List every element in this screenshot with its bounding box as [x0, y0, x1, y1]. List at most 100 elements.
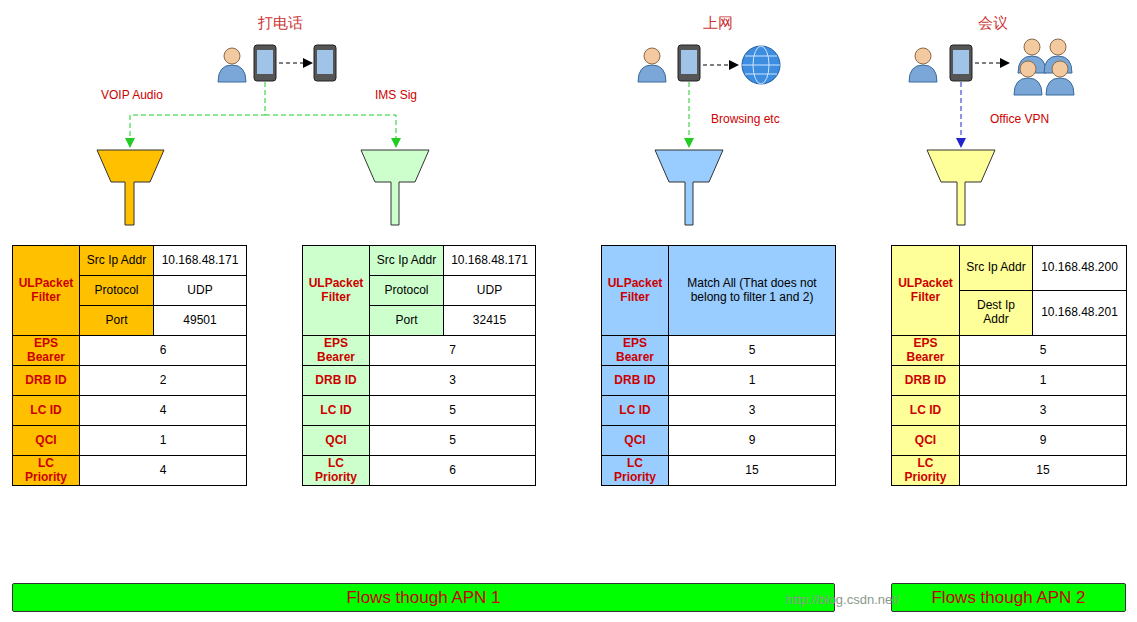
cell-text: 1 [749, 374, 756, 388]
table-cell: Protocol [369, 275, 444, 306]
table-header: EPS Bearer [12, 335, 80, 366]
table-value: 6 [79, 335, 247, 366]
table-value: 10.168.48.200 [1032, 245, 1127, 291]
apn-bar: Flows though APN 2 [891, 583, 1126, 612]
table-header: LC ID [12, 395, 80, 426]
table-value: 49501 [153, 305, 247, 336]
cell-text: 5 [449, 404, 456, 418]
cell-text: 3 [1040, 404, 1047, 418]
cell-text: 15 [745, 464, 758, 478]
table-header: EPS Bearer [601, 335, 669, 366]
table-value: 10.168.48.201 [1032, 290, 1127, 336]
table-header: ULPacket Filter [302, 245, 370, 336]
cell-text: 3 [449, 374, 456, 388]
scene-label: 会议 [976, 14, 1010, 33]
cell-text: 10.168.48.200 [1041, 261, 1118, 275]
table-header: DRB ID [601, 365, 669, 396]
cell-text: EPS Bearer [895, 337, 956, 365]
table-cell: Src Ip Addr [959, 245, 1033, 291]
table-value: 2 [79, 365, 247, 396]
table-value: 15 [668, 455, 836, 486]
table-header: DRB ID [12, 365, 80, 396]
cell-text: Port [105, 314, 127, 328]
cell-text: LC ID [910, 404, 941, 418]
table-header: ULPacket Filter [601, 245, 669, 336]
cell-text: DRB ID [315, 374, 356, 388]
cell-text: Src Ip Addr [87, 254, 146, 268]
cell-text: DRB ID [614, 374, 655, 388]
cell-text: LC ID [619, 404, 650, 418]
bar-text: Flows though APN 2 [931, 588, 1085, 608]
bar-text: Flows though APN 1 [346, 588, 500, 608]
cell-text: 6 [160, 344, 167, 358]
scene-label: Browsing etc [709, 112, 782, 126]
cell-text: 1 [1040, 374, 1047, 388]
table-header: QCI [891, 425, 960, 456]
cell-text: 5 [749, 344, 756, 358]
cell-text: LC Priority [16, 457, 76, 485]
cell-text: 9 [749, 434, 756, 448]
table-header: LC Priority [891, 455, 960, 486]
table-value: 5 [369, 425, 536, 456]
table-value: UDP [443, 275, 536, 306]
cell-text: EPS Bearer [16, 337, 76, 365]
cell-text: 49501 [183, 314, 216, 328]
cell-text: Port [395, 314, 417, 328]
apn-bar: Flows though APN 1 [12, 583, 835, 612]
watermark: http://blog.csdn.net/ [786, 592, 899, 607]
cell-text: Protocol [94, 284, 138, 298]
cell-text: 2 [160, 374, 167, 388]
table-value: 5 [369, 395, 536, 426]
cell-text: LC Priority [306, 457, 366, 485]
cell-text: LC Priority [605, 457, 665, 485]
table-value: 7 [369, 335, 536, 366]
table-value: 6 [369, 455, 536, 486]
table-cell: Port [79, 305, 154, 336]
cell-text: 6 [449, 464, 456, 478]
cell-text: 10.168.48.201 [1041, 306, 1118, 320]
cell-text: Src Ip Addr [966, 261, 1025, 275]
table-header: QCI [302, 425, 370, 456]
table-value: 15 [959, 455, 1127, 486]
table-cell: Dest Ip Addr [959, 290, 1033, 336]
cell-text: QCI [915, 434, 936, 448]
cell-text: QCI [35, 434, 56, 448]
table-value: 5 [668, 335, 836, 366]
cell-text: EPS Bearer [605, 337, 665, 365]
table-value: 5 [959, 335, 1127, 366]
cell-text: LC Priority [895, 457, 956, 485]
cell-text: 5 [449, 434, 456, 448]
table-value: 10.168.48.171 [443, 245, 536, 276]
table-header: DRB ID [302, 365, 370, 396]
cell-text: 4 [160, 464, 167, 478]
table-header: LC Priority [12, 455, 80, 486]
table-value: 9 [668, 425, 836, 456]
table-header: ULPacket Filter [891, 245, 960, 336]
table-header: LC Priority [302, 455, 370, 486]
table-value: 32415 [443, 305, 536, 336]
table-cell: Port [369, 305, 444, 336]
table-value: 10.168.48.171 [153, 245, 247, 276]
table-header: LC Priority [601, 455, 669, 486]
table-cell: Match All (That does not belong to filte… [668, 245, 836, 336]
table-cell: Src Ip Addr [79, 245, 154, 276]
cell-text: EPS Bearer [306, 337, 366, 365]
cell-text: ULPacket Filter [16, 277, 76, 305]
table-value: 4 [79, 395, 247, 426]
table-value: 3 [369, 365, 536, 396]
table-header: EPS Bearer [891, 335, 960, 366]
cell-text: 7 [449, 344, 456, 358]
table-value: 1 [79, 425, 247, 456]
cell-text: 9 [1040, 434, 1047, 448]
cell-text: 10.168.48.171 [162, 254, 239, 268]
table-header: QCI [12, 425, 80, 456]
cell-text: QCI [325, 434, 346, 448]
table-header: LC ID [891, 395, 960, 426]
cell-text: 15 [1036, 464, 1049, 478]
table-value: 1 [668, 365, 836, 396]
scene-label: IMS Sig [373, 88, 419, 102]
cell-text: ULPacket Filter [306, 277, 366, 305]
cell-text: ULPacket Filter [605, 277, 665, 305]
scene-label: VOIP Audio [99, 88, 165, 102]
cell-text: 10.168.48.171 [451, 254, 528, 268]
